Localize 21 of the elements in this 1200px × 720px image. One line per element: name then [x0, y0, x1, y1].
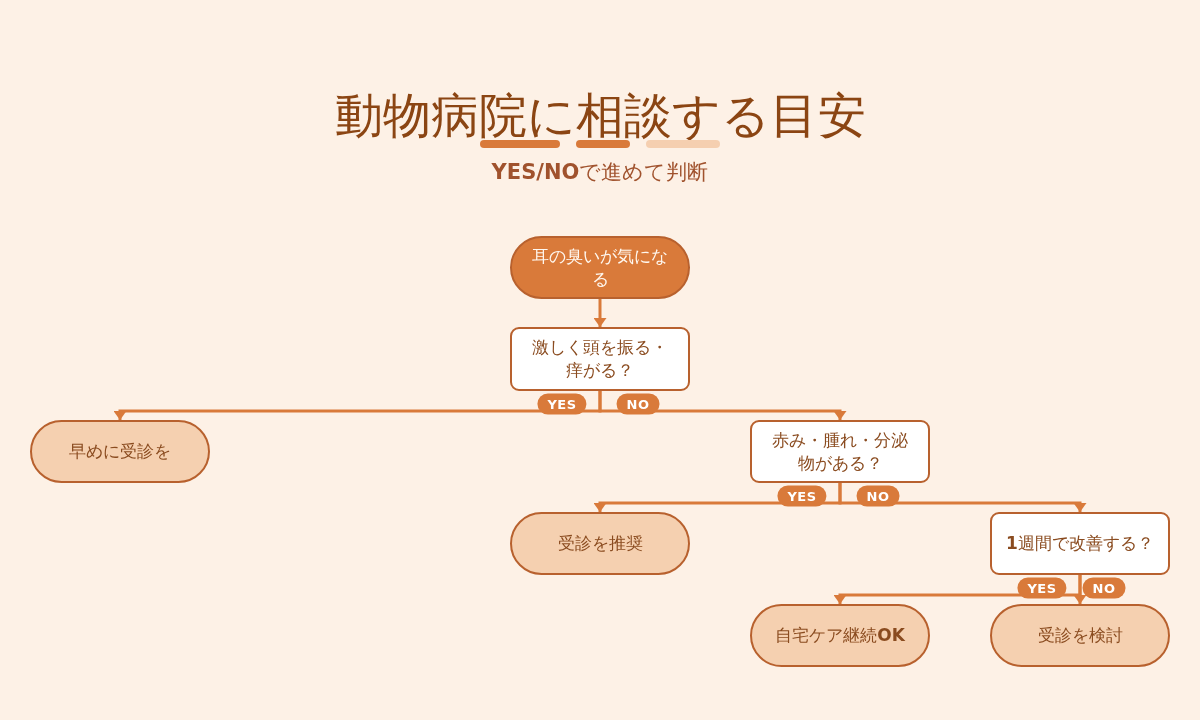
arrow	[1073, 575, 1087, 604]
node-text: 1週間で改善する？	[1006, 532, 1154, 555]
node-text: 受診を推奨	[557, 532, 643, 555]
edge-label: NO	[856, 485, 900, 507]
node-text: 赤み・腫れ・分泌物がある？	[771, 428, 909, 475]
decision-box	[510, 327, 690, 391]
subtitle: YES/NOで進めて判断	[491, 159, 709, 186]
node-text: 早めに受診を	[69, 440, 171, 463]
node-text: 自宅ケア継続OK	[775, 624, 905, 647]
arrow	[593, 299, 607, 327]
edge-label: YES	[537, 393, 587, 415]
title: 動物病院に相談する目安	[334, 89, 866, 141]
edge-label: YES	[777, 485, 827, 507]
edge-label: NO	[616, 393, 660, 415]
node-text: 激しく頭を振る・痒がる？	[531, 336, 669, 382]
decision-box	[990, 512, 1170, 575]
node-text: 受診を検討	[1037, 624, 1123, 647]
node-text: 耳の臭いが気になる	[531, 244, 669, 291]
edge-label: YES	[1017, 577, 1067, 599]
edge-label: NO	[1082, 577, 1126, 599]
decision-box	[750, 420, 930, 483]
